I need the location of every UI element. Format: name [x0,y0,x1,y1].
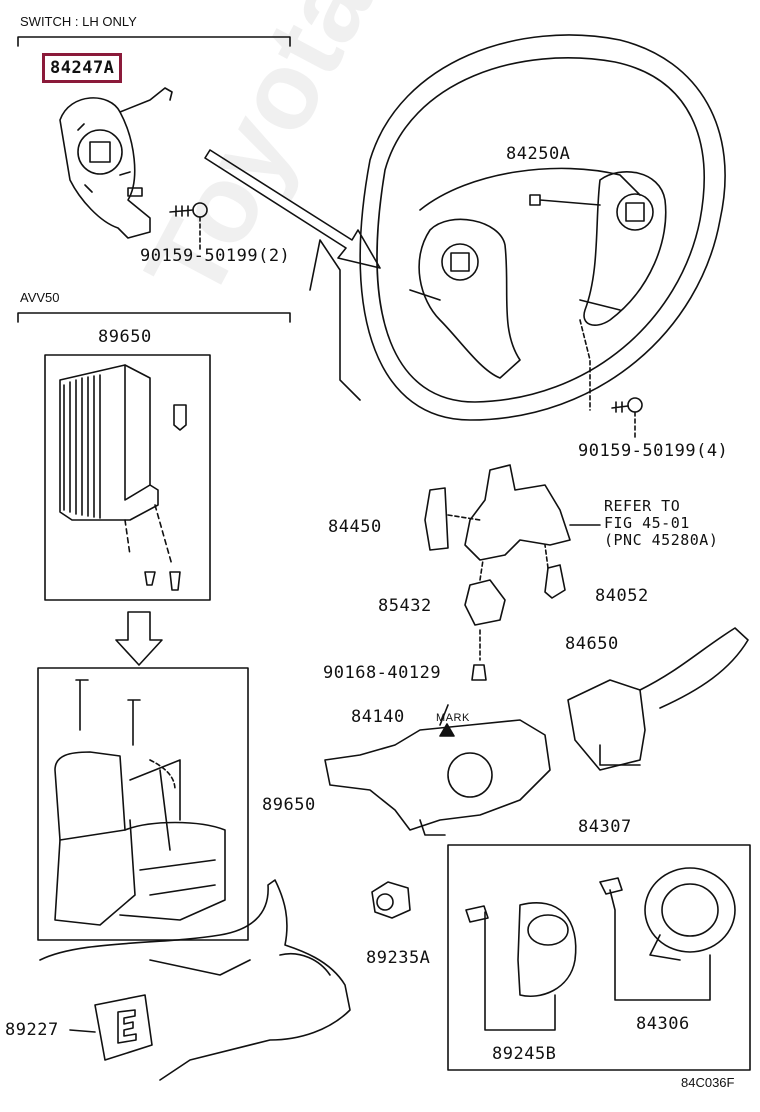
part-84247A-label[interactable]: 84247A [42,53,123,83]
part-89245B-drawing [465,902,577,1031]
mark-arrow-icon [439,723,455,737]
part-84650-drawing [567,627,749,771]
mark-label: MARK [436,712,470,724]
part-90159-50199-2-label[interactable]: 90159-50199(2) [140,246,291,266]
part-84450-label[interactable]: 84450 [328,517,382,537]
avv-section-bracket [17,312,291,323]
arrow-to-wheel-icon [204,149,381,269]
steering-wheel-drawing [309,34,726,421]
part-84306-label[interactable]: 84306 [636,1014,690,1034]
refer-line-2[interactable]: FIG 45-01 [604,514,690,532]
part-90159-50199-4-label[interactable]: 90159-50199(4) [578,441,729,461]
part-84140-label[interactable]: 84140 [351,707,405,727]
part-90168-40129-label[interactable]: 90168-40129 [323,663,442,683]
box-89650-frame [44,354,211,601]
part-89235A-drawing [371,881,411,919]
part-84306-drawing [599,867,736,1001]
part-84140-drawing [324,704,551,836]
ecu-mounted-drawing [54,679,226,926]
refer-line-1[interactable]: REFER TO [604,497,681,515]
bolt-90168-drawing [471,664,487,681]
part-84450-drawing [424,487,481,551]
part-89650-top-label[interactable]: 89650 [98,327,152,347]
avv-section-title: AVV50 [20,290,60,305]
part-84650-label[interactable]: 84650 [565,634,619,654]
part-84052-label[interactable]: 84052 [595,586,649,606]
part-84052-drawing [544,544,566,599]
down-arrow-icon [115,611,163,666]
switch-section-bracket [17,36,291,47]
part-89245B-label[interactable]: 89245B [492,1044,557,1064]
part-84250A-label[interactable]: 84250A [506,144,571,164]
switch-section-title: SWITCH : LH ONLY [20,14,137,29]
part-85432-drawing [464,559,506,661]
bracket-assembly-drawing [464,464,601,561]
floor-sketch-drawing [39,879,351,1081]
part-84307-label[interactable]: 84307 [578,817,632,837]
ecu-89650-drawing [59,364,187,591]
box-84307-frame [447,844,751,1071]
box-89650-mid-frame [37,667,249,941]
refer-line-3[interactable]: (PNC 45280A) [604,531,719,549]
steering-switch-drawing [59,87,173,239]
part-89227-drawing [69,994,153,1061]
figure-code: 84C036F [681,1075,735,1090]
part-89227-label[interactable]: 89227 [5,1020,59,1040]
part-89235A-label[interactable]: 89235A [366,948,431,968]
part-85432-label[interactable]: 85432 [378,596,432,616]
screw-90159-2-drawing [169,202,208,251]
screw-90159-4-drawing [611,397,643,441]
part-89650-mid-label[interactable]: 89650 [262,795,316,815]
